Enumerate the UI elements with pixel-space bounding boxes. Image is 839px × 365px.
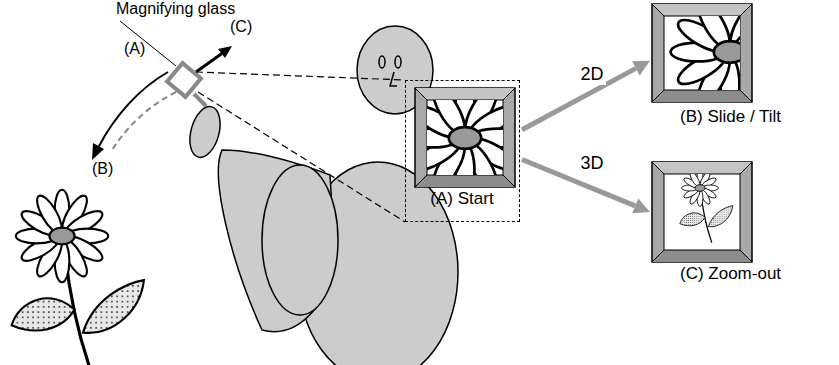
view-frame-start: (A) Start <box>405 80 520 222</box>
edge-label: 3D <box>578 153 605 174</box>
view-caption: (B) Slide / Tilt <box>680 107 781 127</box>
position-label: (C) <box>230 18 252 36</box>
position-label: (B) <box>92 160 113 178</box>
view-caption: (A) Start <box>430 189 493 209</box>
part-name: Magnifying glass <box>116 0 235 18</box>
position-label: (A) <box>124 40 145 58</box>
edge-label: 2D <box>578 64 605 85</box>
view-frame: (C) Zoom-out <box>652 162 752 262</box>
transition-arrow <box>522 61 650 130</box>
view-caption: (C) Zoom-out <box>680 264 781 284</box>
view-frame: (B) Slide / Tilt <box>652 4 752 102</box>
